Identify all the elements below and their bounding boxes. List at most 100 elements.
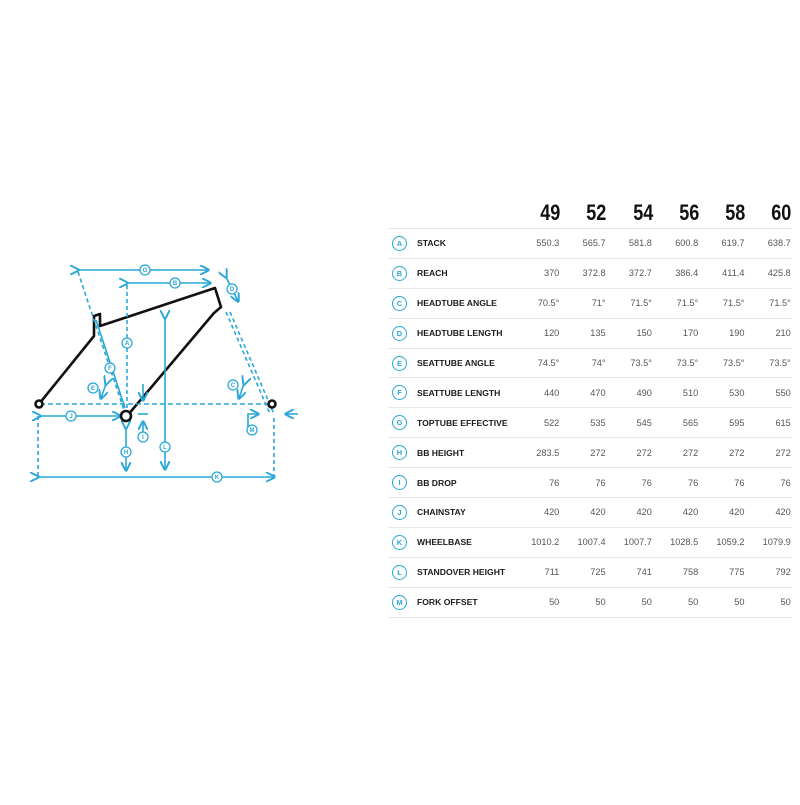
row-label: HEADTUBE ANGLE bbox=[417, 298, 497, 309]
cell-value: 50 bbox=[595, 597, 606, 608]
cell-value: 420 bbox=[543, 507, 560, 518]
letter-badge-icon: M bbox=[392, 594, 407, 610]
size-56: 56 bbox=[679, 200, 700, 225]
badge-i: I bbox=[137, 431, 149, 443]
cell-value: 50 bbox=[734, 597, 745, 608]
svg-text:F: F bbox=[108, 366, 112, 372]
cell-value: 600.8 bbox=[675, 238, 699, 249]
cell-value: 76 bbox=[687, 477, 699, 488]
cell-value: 370 bbox=[543, 268, 560, 279]
letter-badge-icon: H bbox=[392, 445, 407, 461]
dimension-lines bbox=[38, 270, 298, 477]
cell-value: 76 bbox=[734, 477, 745, 488]
badge-j: J bbox=[65, 410, 77, 422]
cell-value: 615 bbox=[775, 417, 791, 428]
cell-value: 420 bbox=[590, 507, 606, 518]
cell-value: 420 bbox=[775, 507, 791, 518]
cell-value: 76 bbox=[549, 477, 560, 488]
cell-value: 1007.4 bbox=[577, 537, 606, 548]
row-label: HEADTUBE LENGTH bbox=[417, 328, 503, 339]
cell-value: 76 bbox=[641, 477, 652, 488]
cell-value: 50 bbox=[780, 597, 791, 608]
cell-value: 550 bbox=[775, 387, 791, 398]
cell-value: 425.8 bbox=[767, 268, 791, 279]
cell-value: 490 bbox=[636, 387, 652, 398]
frame-outline bbox=[37, 286, 223, 417]
cell-value: 272 bbox=[729, 447, 745, 458]
row-label: BB DROP bbox=[417, 477, 457, 488]
cell-value: 420 bbox=[682, 507, 699, 518]
letter-badge-icon: I bbox=[392, 475, 407, 491]
cell-value: 758 bbox=[682, 567, 699, 578]
cell-value: 411.4 bbox=[722, 268, 745, 279]
cell-value: 71.5° bbox=[630, 298, 652, 309]
cell-value: 272 bbox=[775, 447, 791, 458]
cell-value: 510 bbox=[682, 387, 699, 398]
cell-value: 74° bbox=[591, 358, 606, 368]
letter-badge-icon: C bbox=[392, 295, 407, 311]
cell-value: 565.7 bbox=[582, 238, 606, 249]
row-label: STACK bbox=[417, 238, 446, 249]
cell-value: 71.5° bbox=[769, 298, 791, 309]
cell-value: 1007.7 bbox=[623, 537, 652, 548]
cell-value: 1028.5 bbox=[670, 537, 699, 548]
cell-value: 1010.2 bbox=[531, 537, 560, 548]
cell-value: 70.5° bbox=[537, 298, 560, 309]
letter-badge-icon: A bbox=[392, 235, 407, 251]
cell-value: 272 bbox=[590, 447, 606, 458]
badge-g: G bbox=[139, 264, 151, 276]
badge-m: M bbox=[246, 424, 258, 436]
cell-value: 725 bbox=[590, 567, 606, 578]
frame-geometry-diagram: G B D A F E C J I H L M K bbox=[0, 0, 390, 800]
svg-text:B: B bbox=[173, 281, 178, 287]
letter-badge-icon: D bbox=[392, 325, 407, 341]
cell-value: 272 bbox=[636, 447, 652, 458]
svg-text:K: K bbox=[215, 475, 220, 481]
row-label: SEATTUBE ANGLE bbox=[417, 358, 495, 368]
row-label: REACH bbox=[417, 268, 448, 279]
size-52: 52 bbox=[586, 200, 607, 225]
cell-value: 420 bbox=[636, 507, 652, 518]
cell-value: 545 bbox=[636, 417, 652, 428]
letter-badge-icon: L bbox=[392, 564, 407, 580]
cell-value: 1059.2 bbox=[716, 537, 745, 548]
cell-value: 150 bbox=[636, 328, 652, 339]
svg-text:E: E bbox=[91, 386, 95, 392]
svg-text:J: J bbox=[69, 414, 72, 420]
svg-text:G: G bbox=[143, 268, 148, 274]
cell-value: 470 bbox=[590, 387, 606, 398]
cell-value: 535 bbox=[590, 417, 606, 428]
letter-badge-icon: J bbox=[392, 504, 407, 520]
cell-value: 386.4 bbox=[675, 268, 699, 279]
cell-value: 74.5° bbox=[537, 358, 560, 368]
size-header-row: 49 52 54 56 58 60 bbox=[388, 190, 792, 229]
cell-value: 76 bbox=[595, 477, 606, 488]
letter-badge-icon: G bbox=[392, 415, 407, 431]
dimension-badges: G B D A F E C J I H L M K bbox=[65, 264, 258, 483]
svg-text:D: D bbox=[230, 287, 235, 293]
cell-value: 73.5° bbox=[722, 358, 745, 368]
cell-value: 50 bbox=[549, 597, 560, 608]
letter-badge-icon: B bbox=[392, 265, 407, 281]
badge-k: K bbox=[211, 471, 223, 483]
badge-d: D bbox=[226, 283, 238, 295]
cell-value: 775 bbox=[729, 567, 745, 578]
cell-value: 272 bbox=[682, 447, 699, 458]
cell-value: 50 bbox=[641, 597, 652, 608]
size-49: 49 bbox=[540, 200, 561, 225]
cell-value: 50 bbox=[687, 597, 699, 608]
badge-b: B bbox=[169, 277, 181, 289]
